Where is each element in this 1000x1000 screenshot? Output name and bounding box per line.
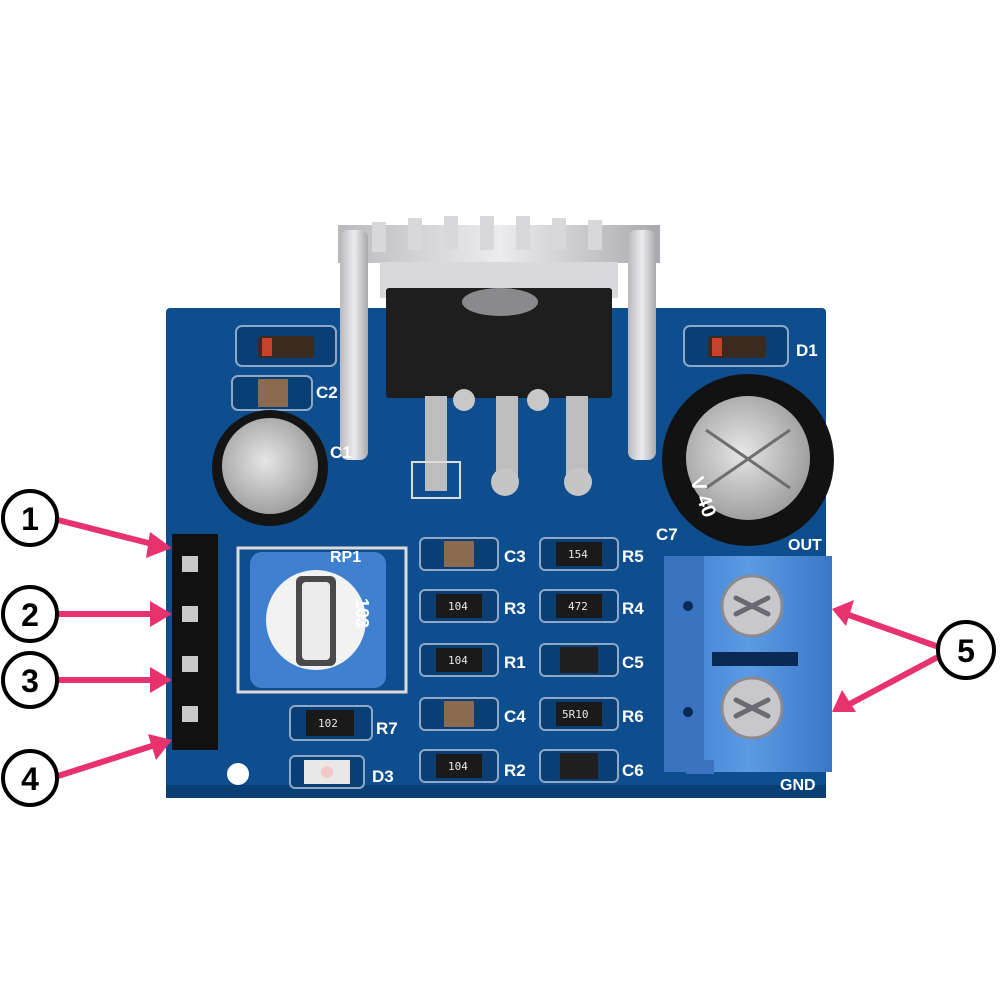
capacitor-c7: V 40 bbox=[662, 374, 834, 546]
arrow-2-head bbox=[150, 601, 172, 627]
label-r3: R3 bbox=[504, 599, 526, 618]
pin-header bbox=[172, 534, 218, 750]
diode-left bbox=[235, 325, 337, 367]
arrow-4 bbox=[55, 741, 161, 779]
svg-text:2: 2 bbox=[21, 597, 39, 633]
label-rp1: RP1 bbox=[330, 549, 361, 566]
svg-text:1: 1 bbox=[21, 501, 39, 537]
label-r4: R4 bbox=[622, 599, 644, 618]
smd-c5 bbox=[539, 643, 619, 677]
svg-text:3: 3 bbox=[21, 663, 39, 699]
smd-r1: 104 bbox=[419, 643, 499, 677]
arrow-5b-head bbox=[832, 690, 856, 712]
smd-r6: 5R10 bbox=[539, 697, 619, 731]
smd-c4 bbox=[419, 697, 499, 731]
arrow-5b bbox=[843, 655, 939, 709]
arrow-4-head bbox=[148, 734, 172, 760]
arrow-1 bbox=[55, 517, 163, 549]
arrow-5a-head bbox=[832, 600, 854, 626]
arrow-1-head bbox=[146, 532, 172, 558]
mounting-hole bbox=[227, 763, 249, 785]
smd-c6 bbox=[539, 749, 619, 783]
label-r5: R5 bbox=[622, 547, 644, 566]
led-d3 bbox=[289, 755, 365, 789]
smd-r7: 102 bbox=[289, 705, 373, 741]
label-d3: D3 bbox=[372, 767, 394, 786]
potentiometer-rp1: 103 bbox=[236, 546, 408, 694]
svg-text:4: 4 bbox=[21, 761, 39, 797]
amplifier-chip bbox=[380, 262, 618, 499]
label-c4: C4 bbox=[504, 707, 526, 726]
capacitor-c1 bbox=[212, 410, 328, 526]
smd-r3: 104 bbox=[419, 589, 499, 623]
label-c3: C3 bbox=[504, 547, 526, 566]
label-out: OUT bbox=[788, 537, 822, 554]
smd-r2: 104 bbox=[419, 749, 499, 783]
svg-text:5: 5 bbox=[957, 633, 975, 669]
smd-c3 bbox=[419, 537, 499, 571]
callout-4: 4 bbox=[1, 749, 59, 807]
label-r7: R7 bbox=[376, 719, 398, 738]
r4-code: 472 bbox=[568, 600, 588, 613]
label-gnd: GND bbox=[780, 777, 816, 794]
capacitor-c2 bbox=[231, 375, 313, 411]
callout-5: 5 bbox=[936, 620, 996, 680]
screw-terminal bbox=[664, 556, 832, 774]
smd-r5: 154 bbox=[539, 537, 619, 571]
pot-marking: 103 bbox=[352, 598, 372, 628]
label-c1: C1 bbox=[330, 443, 352, 462]
smd-r4: 472 bbox=[539, 589, 619, 623]
r6-code: 5R10 bbox=[562, 708, 589, 721]
r3-code: 104 bbox=[448, 600, 468, 613]
arrow-3-head bbox=[150, 667, 172, 693]
callout-arrows bbox=[55, 517, 939, 779]
label-c7: C7 bbox=[656, 525, 678, 544]
callout-3: 3 bbox=[1, 651, 59, 709]
callout-1: 1 bbox=[1, 489, 59, 547]
r2-code: 104 bbox=[448, 760, 468, 773]
diode-d1 bbox=[683, 325, 789, 367]
label-c2: C2 bbox=[316, 383, 338, 402]
r5-code: 154 bbox=[568, 548, 588, 561]
pcb-edge-shadow bbox=[166, 785, 826, 798]
r1-code: 104 bbox=[448, 654, 468, 667]
label-r6: R6 bbox=[622, 707, 644, 726]
label-c5: C5 bbox=[622, 653, 644, 672]
label-c6: C6 bbox=[622, 761, 644, 780]
label-r2: R2 bbox=[504, 761, 526, 780]
label-d1: D1 bbox=[796, 341, 818, 360]
heatsink bbox=[338, 216, 660, 460]
arrow-5a bbox=[843, 611, 939, 649]
r7-code: 102 bbox=[318, 717, 338, 730]
label-r1: R1 bbox=[504, 653, 526, 672]
callout-2: 2 bbox=[1, 585, 59, 643]
